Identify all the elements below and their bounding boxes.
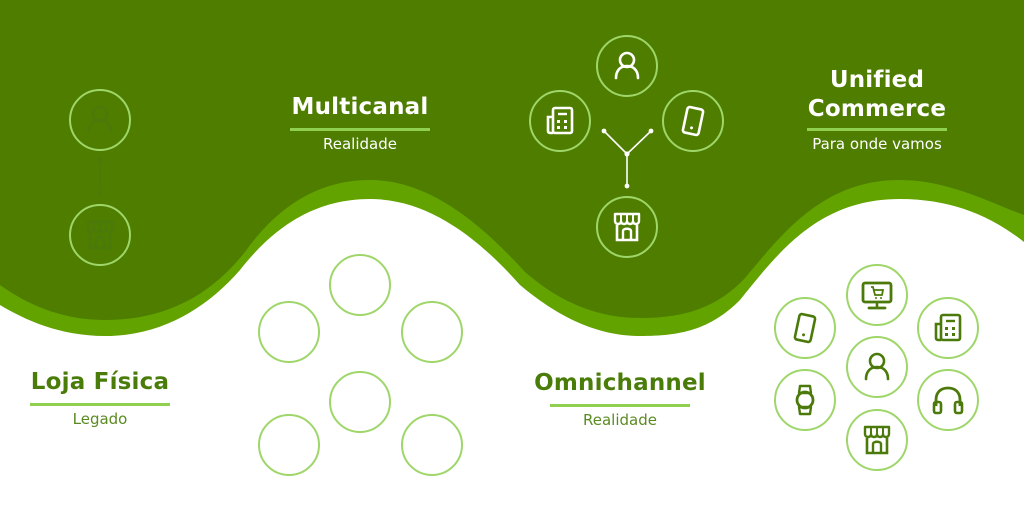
- stage-subtitle: Para onde vamos: [812, 135, 942, 153]
- channel-node: [258, 301, 320, 363]
- channel-node: [917, 369, 979, 431]
- channel-node: [846, 264, 908, 326]
- node-ring: [329, 254, 391, 316]
- connector-line: [286, 369, 292, 409]
- user-icon: [419, 430, 445, 459]
- title-underline: [807, 128, 947, 131]
- user-icon: [276, 430, 302, 459]
- wave-dark: [0, 0, 1024, 320]
- stage-label-unified-commerce: Unified Commerce Para onde vamos: [782, 66, 972, 153]
- node-ring: [846, 409, 908, 471]
- catalog-icon: [275, 317, 303, 346]
- user-icon: [347, 387, 373, 416]
- channel-node: [529, 90, 591, 152]
- title-underline: [30, 403, 170, 406]
- node-ring: [529, 90, 591, 152]
- connector-line: [357, 325, 363, 365]
- smartphone-icon: [793, 312, 817, 344]
- catalog-icon: [934, 313, 962, 342]
- smartphone-icon: [420, 316, 444, 348]
- catalog-icon: [546, 106, 574, 135]
- node-ring: [258, 301, 320, 363]
- node-ring: [846, 264, 908, 326]
- channel-node: [774, 369, 836, 431]
- user-icon: [864, 352, 890, 381]
- user-icon: [87, 105, 113, 134]
- node-ring: [329, 371, 391, 433]
- wave-white: [0, 215, 1024, 511]
- connector-line: [429, 369, 435, 409]
- node-ring: [69, 204, 131, 266]
- channel-node: [258, 414, 320, 476]
- node-ring: [662, 90, 724, 152]
- store-icon: [346, 270, 374, 300]
- channel-node: [846, 336, 908, 398]
- stage-title-line-2: Commerce: [807, 96, 947, 122]
- channel-node: [596, 35, 658, 97]
- channel-node: [662, 90, 724, 152]
- connector-line: [624, 128, 654, 157]
- node-ring: [596, 35, 658, 97]
- node-ring: [69, 89, 131, 151]
- headphones-icon: [932, 386, 964, 415]
- stage-label-loja-fisica: Loja Física Legado: [22, 368, 178, 428]
- title-underline: [550, 404, 690, 407]
- stage-subtitle: Realidade: [583, 411, 657, 429]
- stage-subtitle: Realidade: [323, 135, 397, 153]
- stage-title: Loja Física: [30, 369, 170, 395]
- stage-title-line-1: Unified: [829, 67, 925, 93]
- node-ring: [596, 196, 658, 258]
- node-ring: [258, 414, 320, 476]
- stage-group-omnichannel: [774, 264, 979, 471]
- user-icon: [614, 51, 640, 80]
- node-ring: [917, 297, 979, 359]
- node-ring: [774, 369, 836, 431]
- node-ring: [917, 369, 979, 431]
- stage-group-multicanal: [258, 254, 463, 476]
- stage-title: Omnichannel: [534, 370, 706, 396]
- node-ring: [846, 336, 908, 398]
- channel-node: [69, 204, 131, 266]
- smartphone-icon: [681, 105, 705, 137]
- stage-label-omnichannel: Omnichannel Realidade: [520, 369, 720, 429]
- node-ring: [401, 414, 463, 476]
- channel-node: [329, 254, 391, 316]
- smartwatch-icon: [795, 384, 815, 416]
- store-icon: [86, 220, 114, 250]
- monitor-cart-icon: [861, 281, 893, 310]
- stage-group-unified-commerce: [529, 35, 724, 258]
- channel-node: [69, 89, 131, 151]
- node-ring: [774, 297, 836, 359]
- connector-line: [601, 128, 630, 157]
- title-underline: [290, 128, 430, 131]
- channel-node: [401, 414, 463, 476]
- store-icon: [863, 425, 891, 455]
- channel-node: [774, 297, 836, 359]
- node-ring: [401, 301, 463, 363]
- channel-node: [329, 371, 391, 433]
- stage-label-multicanal: Multicanal Realidade: [280, 93, 440, 153]
- channel-node: [917, 297, 979, 359]
- channel-node: [846, 409, 908, 471]
- stage-group-loja-fisica: [69, 89, 131, 266]
- connector-line: [624, 151, 630, 189]
- connector-line: [97, 157, 103, 196]
- channel-node: [596, 196, 658, 258]
- stage-subtitle: Legado: [72, 410, 128, 428]
- stage-title: Multicanal: [291, 94, 429, 120]
- channel-node: [401, 301, 463, 363]
- store-icon: [613, 212, 641, 242]
